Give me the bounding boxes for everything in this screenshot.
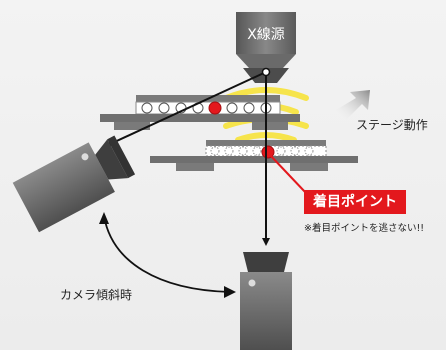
xray-source-icon bbox=[236, 12, 296, 83]
stage-motion-arrow-icon bbox=[336, 90, 370, 120]
upper-stage-icon bbox=[100, 95, 300, 130]
point-of-interest-tag: 着目ポイント bbox=[304, 190, 406, 214]
tilt-swing-arrow-icon bbox=[103, 215, 231, 293]
camera-tilt-label: カメラ傾斜時 bbox=[60, 288, 133, 302]
focal-point-icon bbox=[261, 67, 271, 77]
vertical-camera-icon bbox=[240, 252, 292, 350]
xray-source-label: X線源 bbox=[247, 27, 285, 43]
stage-motion-label: ステージ動作 bbox=[356, 118, 428, 132]
poi-leader-line bbox=[269, 154, 307, 194]
tilt-arrow-head-top-icon bbox=[99, 212, 109, 224]
xray-path-lines bbox=[106, 71, 270, 246]
tilt-arrow-head-right-icon bbox=[224, 286, 236, 298]
tilted-camera-icon bbox=[12, 135, 136, 233]
lower-stage-icon bbox=[150, 140, 358, 171]
point-of-interest-note: ※着目ポイントを逃さない!! bbox=[304, 223, 425, 234]
